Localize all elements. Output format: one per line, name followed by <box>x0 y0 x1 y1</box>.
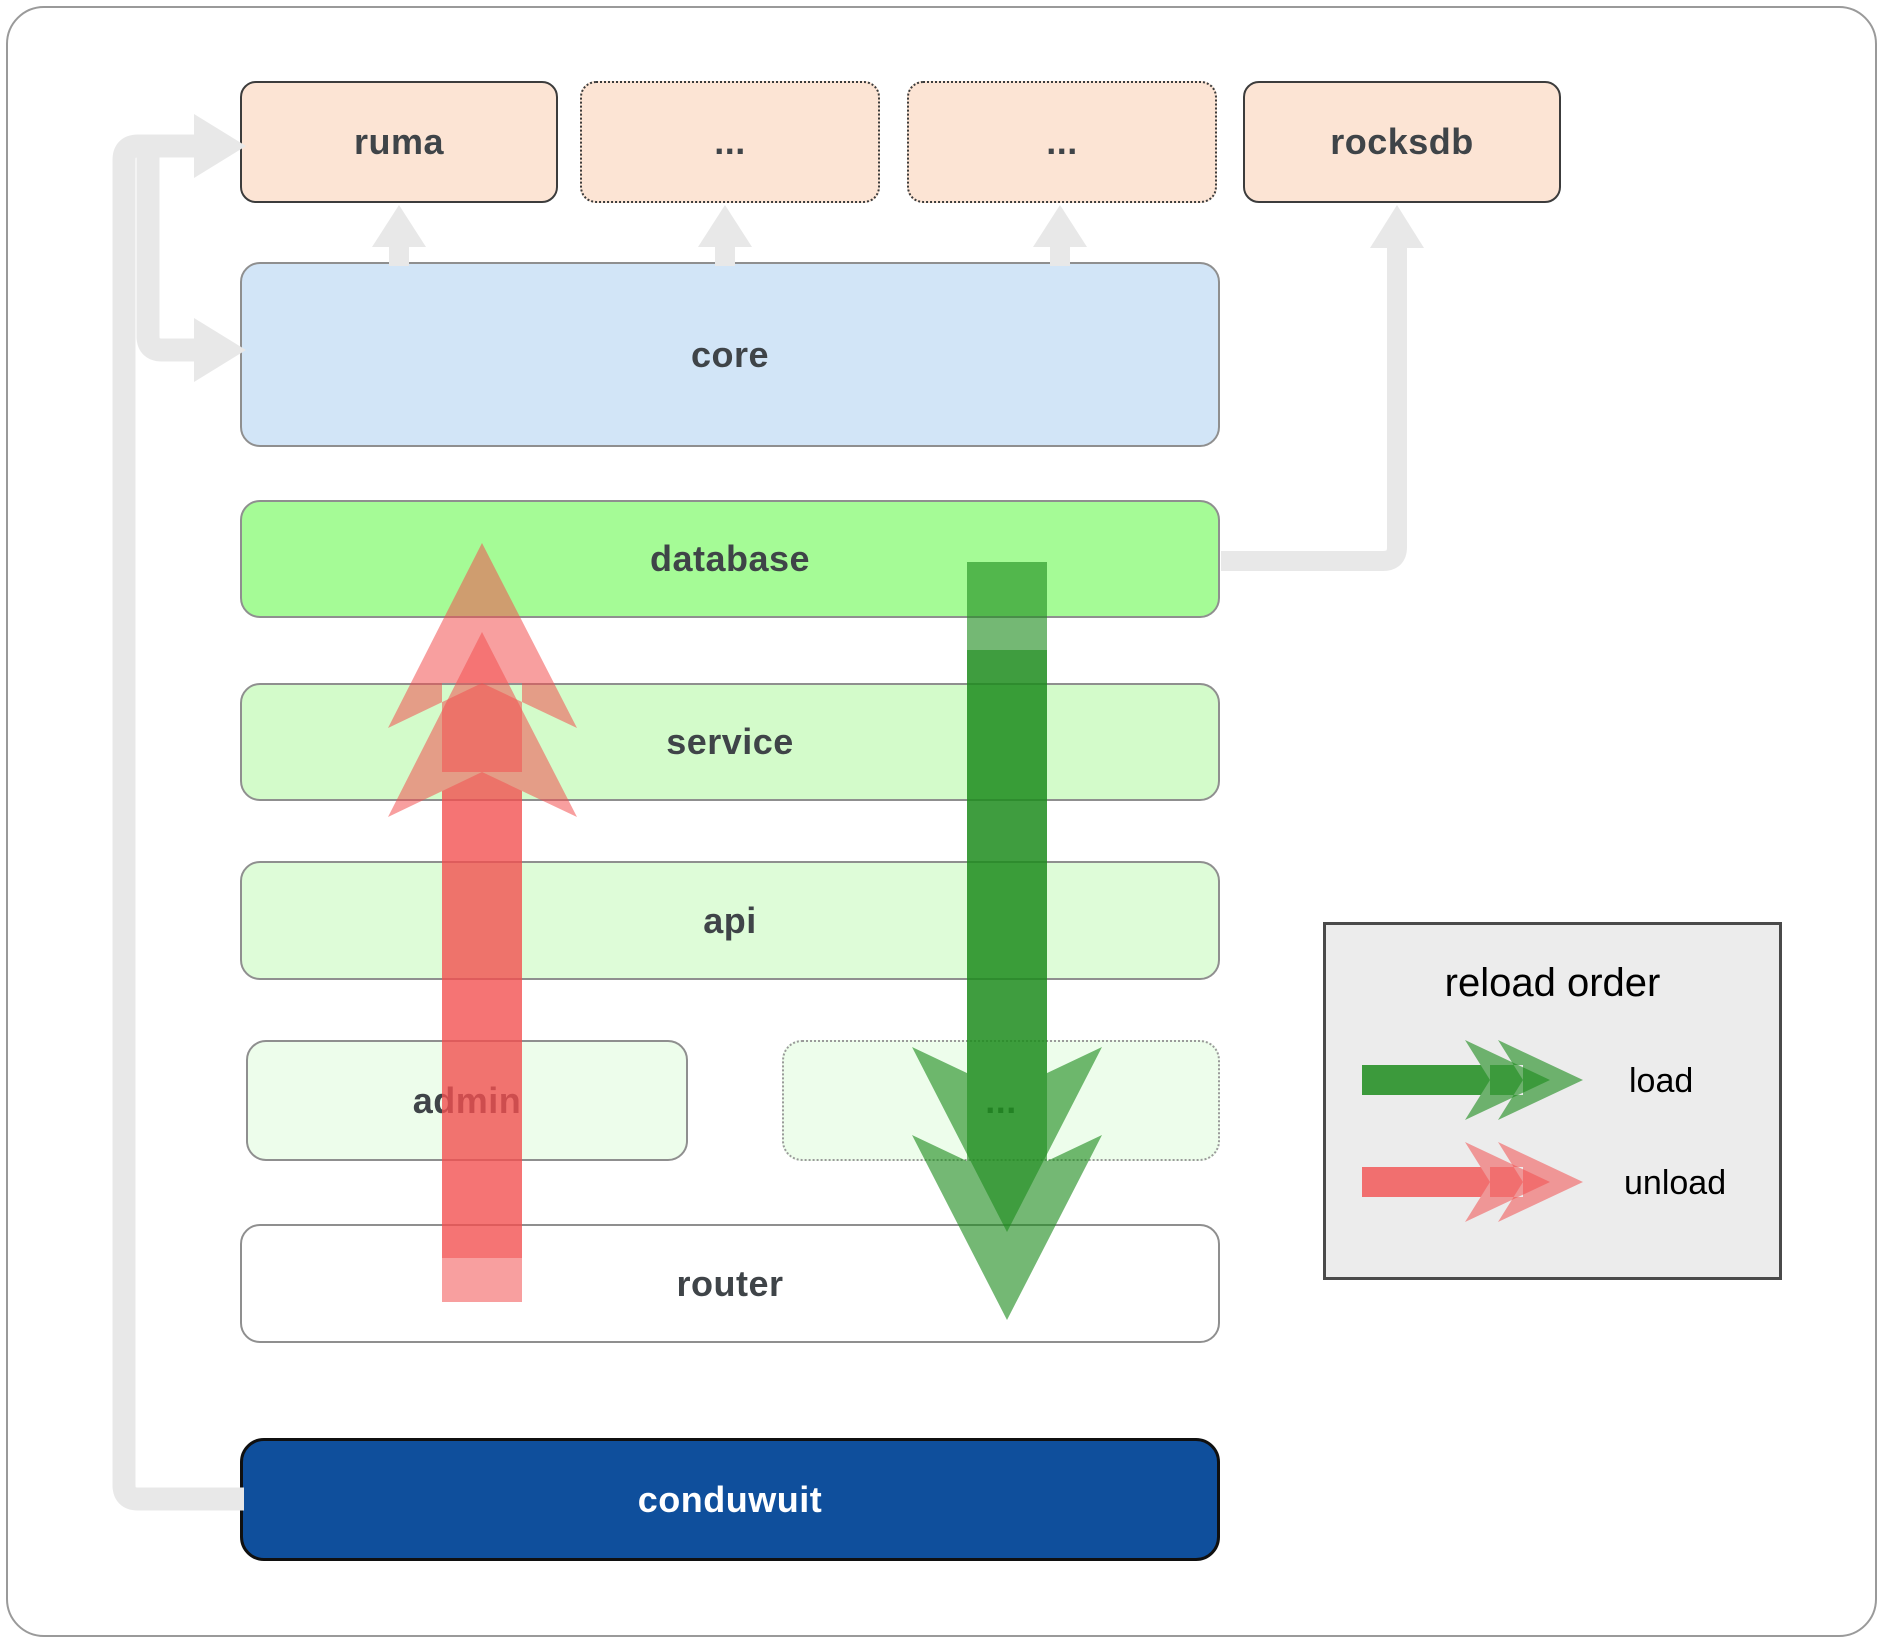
node-core-label: core <box>690 333 770 375</box>
node-api: api <box>240 861 1220 980</box>
node-admin-more-label: ... <box>985 1079 1017 1121</box>
node-service-label: service <box>666 721 794 762</box>
node-admin-label: admin <box>412 1079 522 1121</box>
node-router: router <box>240 1224 1220 1343</box>
node-database: database <box>240 500 1220 618</box>
node-admin-more: ... <box>782 1040 1220 1161</box>
legend: reload order load unload <box>1323 922 1782 1280</box>
node-ellipsis-2: ... <box>907 81 1217 203</box>
node-core: core <box>240 262 1220 447</box>
node-conduwuit-label: conduwuit <box>637 1478 823 1520</box>
node-api-label: api <box>703 899 757 941</box>
node-service: service <box>240 683 1220 801</box>
node-admin: admin <box>246 1040 688 1161</box>
outer-frame <box>6 6 1877 1637</box>
node-ellipsis-2-label: ... <box>1046 121 1078 162</box>
legend-title: reload order <box>1444 961 1661 1005</box>
node-rocksdb: rocksdb <box>1243 81 1561 203</box>
node-router-label: router <box>676 1262 784 1304</box>
node-ellipsis-1-label: ... <box>714 121 746 162</box>
node-database-label: database <box>649 538 811 579</box>
node-ellipsis-1: ... <box>580 81 880 203</box>
legend-load-label: load <box>1629 1062 1694 1100</box>
node-ruma-label: ruma <box>353 121 445 162</box>
node-conduwuit: conduwuit <box>240 1438 1220 1561</box>
legend-unload-label: unload <box>1624 1164 1727 1202</box>
node-rocksdb-label: rocksdb <box>1330 121 1474 162</box>
node-ruma: ruma <box>240 81 558 203</box>
